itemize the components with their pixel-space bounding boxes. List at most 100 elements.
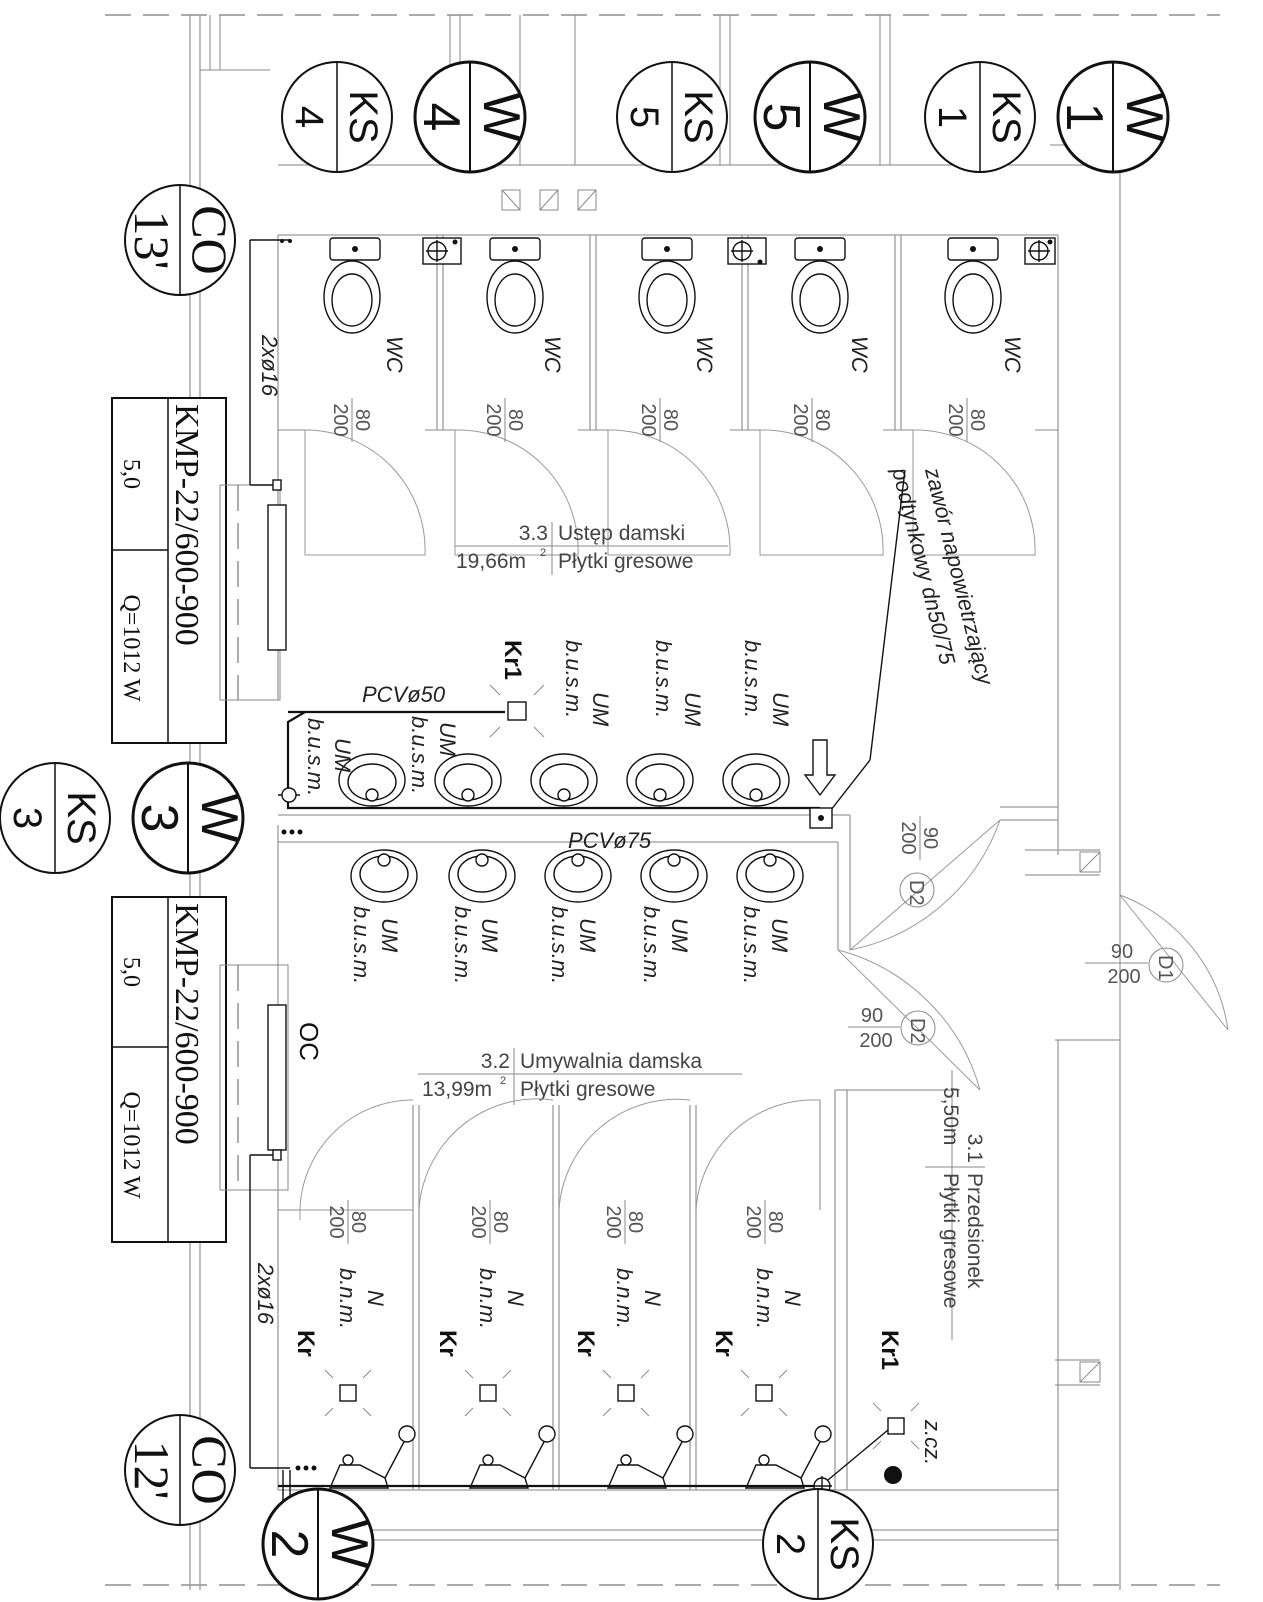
pipe-pcv50-label: PCVø50 — [362, 682, 446, 707]
door-dimensions-wc: 80 200 80 200 80 200 80 200 80 200 — [329, 398, 988, 442]
bnm-label: b.n.m. — [752, 1268, 777, 1329]
marker-number: 4 — [287, 106, 331, 128]
marker-number: 5 — [752, 103, 810, 132]
wc-label: WC — [382, 336, 407, 373]
busm-label: b.u.s.m. — [739, 906, 764, 984]
door-dimensions-showers: 80 200 80 200 80 200 80 200 — [325, 1200, 786, 1244]
um-label: UM — [377, 918, 402, 953]
marker-co-12: CO 12' — [124, 1414, 238, 1526]
shower: N b.n.m. Kr — [434, 1268, 556, 1489]
radiator-power: Q=1012 W — [118, 1091, 144, 1198]
marker-number: 3 — [130, 804, 188, 833]
radiator-power: Q=1012 W — [118, 594, 144, 701]
wc-partitions — [278, 235, 1058, 431]
toilet — [323, 237, 381, 334]
kr-label: Kr — [710, 1330, 737, 1357]
marker-letter: KS — [341, 90, 385, 143]
room-finish: Płytki gresowe — [558, 550, 693, 573]
radiator-box-top: KMP-22/600-900 5,0 Q=1012 W — [111, 397, 227, 744]
door-tag: D2 — [906, 1018, 928, 1044]
n-label: N — [503, 1290, 528, 1306]
room-label-przedsionek: 3.1 Przedsionek 5,50m Płytki gresowe — [925, 1070, 986, 1340]
room-area: 13,99m — [422, 1078, 492, 1101]
vent-ducts — [501, 189, 597, 211]
pipe-label-bottom: 2xø16 — [253, 1262, 278, 1325]
um-label: UM — [330, 738, 355, 773]
busm-label: b.u.s.m. — [349, 906, 374, 984]
marker-w-3: W 3 — [130, 761, 248, 875]
room-label-umywalnia: 3.2 Umywalnia damska 13,99m 2 Płytki gre… — [418, 1048, 742, 1105]
marker-number: 5 — [622, 106, 666, 128]
door-width: 80 — [966, 409, 988, 431]
drain-bottom: Kr1 z.cz. — [278, 1330, 945, 1496]
wash-basin — [626, 753, 694, 807]
door-height: 200 — [859, 1030, 892, 1052]
bnm-label: b.n.m. — [335, 1268, 360, 1329]
door-height: 200 — [325, 1205, 347, 1238]
um-label: UM — [575, 918, 600, 953]
wash-basin — [736, 849, 804, 903]
basins-upper — [338, 753, 790, 807]
um-label: UM — [680, 692, 705, 727]
um-label: UM — [588, 692, 613, 727]
busm-label: b.u.s.m. — [450, 906, 475, 984]
bnm-label: b.n.m. — [475, 1268, 500, 1329]
marker-number: 4 — [412, 103, 470, 132]
marker-letter: W — [320, 1519, 378, 1568]
door-width: 80 — [489, 1211, 511, 1233]
wash-basin — [350, 849, 418, 903]
marker-ks-3: KS 3 — [0, 762, 111, 874]
toilet — [638, 237, 696, 334]
marker-number: 1 — [1055, 103, 1113, 132]
um-label: UM — [768, 692, 793, 727]
kr-label: Kr — [434, 1330, 461, 1357]
marker-number: 13' — [124, 210, 180, 269]
wash-basin — [530, 753, 598, 807]
basins-lower — [350, 849, 804, 903]
door-width: 90 — [919, 827, 941, 849]
marker-ks-4: KS 4 — [281, 61, 393, 173]
toilet — [944, 237, 1002, 334]
room-area: 19,66m — [456, 550, 526, 573]
wash-basin — [640, 849, 708, 903]
door-height: 200 — [467, 1205, 489, 1238]
n-label: N — [640, 1290, 665, 1306]
n-label: N — [780, 1290, 805, 1306]
area-unit-superscript: 2 — [500, 1075, 506, 1087]
door-width: 80 — [764, 1211, 786, 1233]
um-label: UM — [667, 918, 692, 953]
radiator-value: 5,0 — [118, 459, 144, 489]
kr-label: Kr — [572, 1330, 599, 1357]
shower: N b.n.m. Kr — [572, 1268, 694, 1489]
um-label: UM — [477, 918, 502, 953]
room-number: 3.2 — [481, 1050, 510, 1073]
kr1-valve-top: Kr1 — [489, 640, 545, 738]
kr1-label-przedsionek: Kr1 — [876, 1330, 903, 1370]
entrance-doors — [837, 819, 1229, 1091]
room-name: Ustęp damski — [558, 522, 685, 545]
door-width: 80 — [811, 409, 833, 431]
room-label-ustep: 3.3 Ustęp damski 19,66m 2 Płytki gresowe — [455, 522, 728, 575]
wash-basin — [722, 753, 790, 807]
room-name: Przedsionek — [963, 1173, 986, 1289]
wash-basin — [448, 849, 516, 903]
walls — [189, 15, 1121, 1590]
basin-labels-upper: UM b.u.s.m. UM b.u.s.m. UM b.u.s.m. UM b… — [303, 640, 793, 796]
door-width: 80 — [351, 409, 373, 431]
radiator-value: 5,0 — [118, 957, 144, 987]
shower-partitions — [278, 1105, 697, 1490]
room-finish: Płytki gresowe — [520, 1078, 655, 1101]
busm-label: b.u.s.m. — [639, 906, 664, 984]
door-tag: D2 — [905, 880, 927, 906]
wc-label: WC — [540, 336, 565, 373]
door-width: 90 — [861, 1005, 883, 1027]
marker-number: 1 — [930, 106, 974, 128]
marker-letter: W — [1115, 92, 1173, 141]
wc-label: WC — [692, 336, 717, 373]
door-tag: D1 — [1154, 955, 1176, 981]
door-height: 200 — [637, 403, 659, 436]
wash-basin — [434, 753, 502, 807]
door-height: 200 — [602, 1205, 624, 1238]
door-height: 200 — [482, 403, 504, 436]
